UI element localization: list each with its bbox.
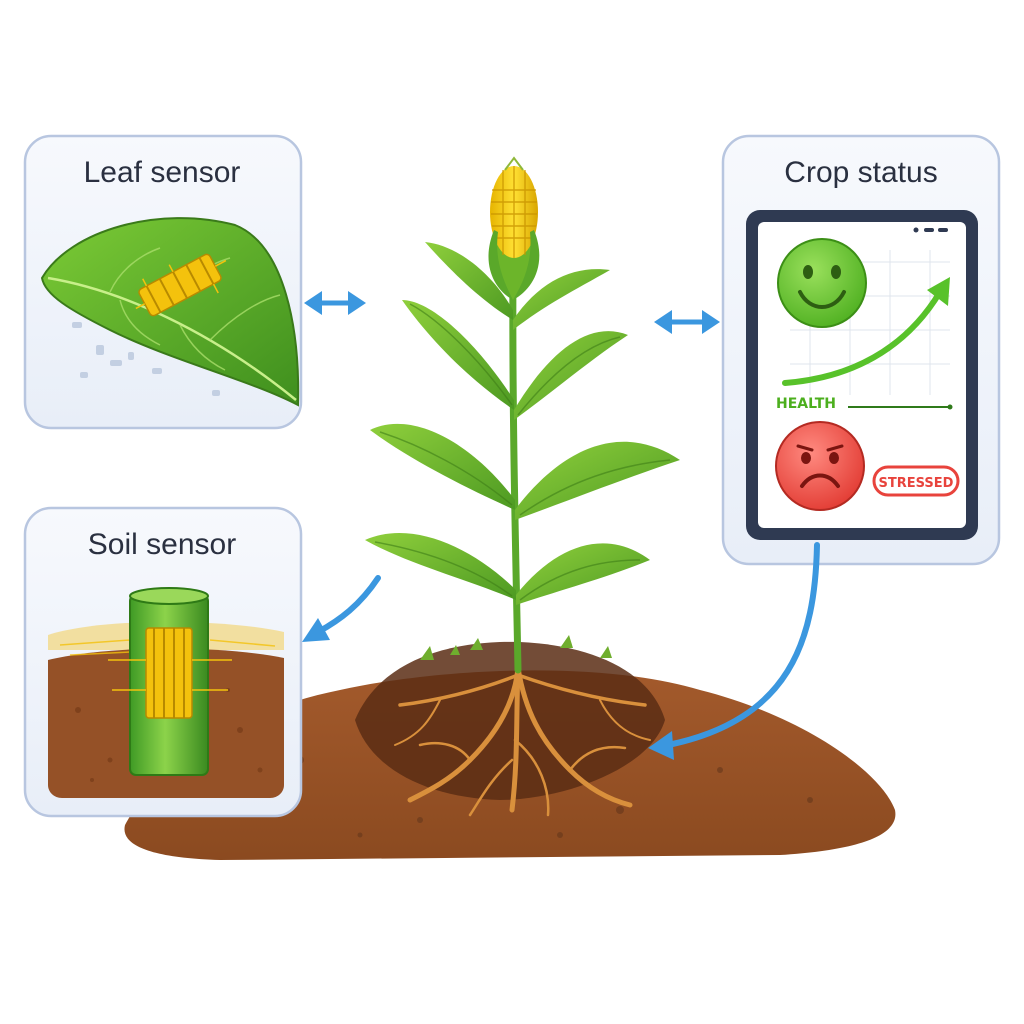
plant-leaf: [514, 331, 628, 420]
corn-plant: [365, 156, 680, 674]
soil-sensor-title: Soil sensor: [88, 528, 236, 561]
status-to-roots-arrow-icon: [648, 542, 820, 760]
plant-leaf: [515, 441, 680, 520]
plant-leaf: [513, 269, 610, 330]
health-axis: [848, 404, 953, 410]
soil-probe-sensor: [108, 587, 232, 776]
plant-leaf: [365, 533, 516, 600]
stressed-label: STRESSED: [879, 476, 954, 491]
leaf-sensor-panel: Leaf sensor: [23, 134, 303, 430]
crop-status-panel: Crop status: [721, 134, 1001, 566]
plant-leaf: [370, 423, 515, 510]
plant-leaf: [516, 543, 650, 605]
soil-mound: [124, 635, 896, 860]
leaf-sensor-link-arrow-icon: [304, 291, 366, 315]
corn-cob: [488, 156, 540, 300]
plant-stem: [509, 256, 522, 674]
stressed-badge: STRESSED: [872, 465, 960, 497]
health-label: HEALTH: [776, 396, 836, 412]
plant-leaf: [402, 300, 514, 410]
healthy-face-icon: [777, 238, 867, 328]
crop-status-title: Crop status: [784, 156, 937, 189]
leaf-sensor-title: Leaf sensor: [84, 156, 241, 189]
plant-leaf: [425, 242, 513, 320]
soil-sensor-arrow-icon: [302, 575, 381, 642]
stressed-face-icon: [775, 421, 865, 511]
leaf-illustration: [40, 217, 300, 407]
leaf-debris: [72, 322, 220, 396]
trend-up-arrow-icon: [782, 277, 950, 386]
leaf-chip-sensor: [135, 253, 227, 317]
soil-sensor-panel: Soil sensor: [23, 506, 303, 818]
crop-status-link-arrow-icon: [654, 310, 720, 334]
plant-roots: [394, 665, 651, 817]
